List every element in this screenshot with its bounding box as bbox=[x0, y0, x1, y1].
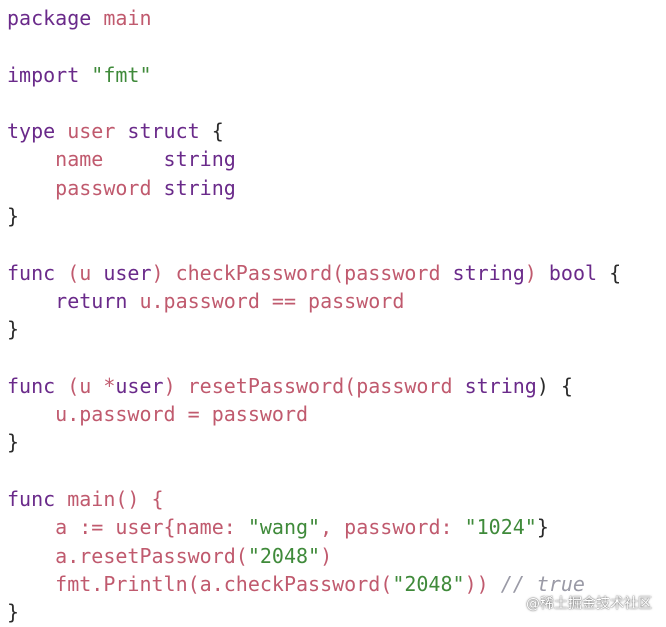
code-token: ) checkPassword(password bbox=[151, 260, 453, 285]
code-token: func bbox=[7, 373, 56, 398]
code-token: , password: bbox=[320, 515, 465, 540]
code-line: func main() { bbox=[7, 485, 621, 513]
code-token: main() { bbox=[55, 487, 164, 512]
code-line bbox=[7, 89, 621, 117]
code-token: } bbox=[7, 204, 20, 229]
code-token: a.resetPassword( bbox=[7, 543, 248, 568]
code-line: type user struct { bbox=[7, 117, 621, 145]
code-token: ) resetPassword(password bbox=[163, 373, 465, 398]
code-line: a := user{name: "wang", password: "1024"… bbox=[7, 513, 621, 541]
code-token: ) bbox=[320, 543, 333, 568]
code-token: } bbox=[7, 317, 20, 342]
code-token: (u * bbox=[55, 373, 116, 398]
code-token: string bbox=[452, 260, 525, 285]
code-token: ) bbox=[524, 260, 549, 285]
code-token: struct bbox=[127, 119, 200, 144]
code-token: "1024" bbox=[464, 515, 537, 540]
code-token bbox=[79, 63, 91, 87]
code-line: } bbox=[7, 202, 621, 230]
code-token: { bbox=[199, 119, 224, 144]
code-token: "wang" bbox=[247, 515, 321, 540]
code-line bbox=[7, 344, 621, 372]
code-token: } bbox=[7, 430, 20, 455]
code-line: import "fmt" bbox=[7, 61, 621, 89]
code-token: main bbox=[91, 6, 152, 30]
code-token: } bbox=[7, 600, 20, 625]
code-line: } bbox=[7, 315, 621, 343]
code-line: name string bbox=[7, 145, 621, 173]
code-line: password string bbox=[7, 174, 621, 202]
code-line: } bbox=[7, 428, 621, 456]
code-token: func bbox=[7, 260, 56, 285]
code-token: package bbox=[7, 6, 92, 30]
code-line bbox=[7, 457, 621, 485]
code-line: func (u *user) resetPassword(password st… bbox=[7, 372, 621, 400]
code-token: fmt.Println(a.checkPassword( bbox=[7, 571, 393, 596]
code-token: name bbox=[7, 147, 164, 172]
code-token: ) { bbox=[536, 373, 573, 398]
code-line bbox=[7, 230, 621, 258]
code-line: return u.password == password bbox=[7, 287, 621, 315]
code-token: string bbox=[163, 175, 236, 200]
code-line: package main bbox=[7, 4, 621, 32]
code-line: a.resetPassword("2048") bbox=[7, 542, 621, 570]
code-token: func bbox=[7, 487, 56, 512]
code-token: password bbox=[7, 175, 164, 200]
code-token: user bbox=[115, 373, 164, 398]
code-token: string bbox=[163, 147, 236, 172]
code-token: "fmt" bbox=[91, 62, 152, 87]
code-token: a := user{name: bbox=[7, 515, 248, 540]
code-token: type bbox=[7, 119, 56, 144]
code-token: import bbox=[7, 62, 80, 87]
code-token: } bbox=[536, 515, 549, 540]
code-token: (u bbox=[55, 260, 104, 285]
code-line: u.password = password bbox=[7, 400, 621, 428]
code-token: user bbox=[103, 260, 152, 285]
watermark-text: @稀土掘金技术社区 bbox=[526, 596, 652, 612]
code-token: string bbox=[464, 373, 537, 398]
code-token: u.password == password bbox=[127, 288, 405, 313]
code-token: // true bbox=[500, 571, 585, 596]
code-token: bool bbox=[548, 260, 598, 285]
code-token bbox=[7, 289, 55, 313]
code-token: u.password = password bbox=[7, 402, 309, 427]
code-block: package main import "fmt" type user stru… bbox=[7, 4, 621, 627]
code-token: "2048" bbox=[392, 571, 465, 596]
code-token: )) bbox=[464, 571, 501, 596]
code-token: user bbox=[55, 119, 128, 144]
code-line: fmt.Println(a.checkPassword("2048")) // … bbox=[7, 570, 621, 598]
code-line: func (u user) checkPassword(password str… bbox=[7, 259, 621, 287]
code-line bbox=[7, 32, 621, 60]
code-token: "2048" bbox=[247, 543, 321, 568]
code-token: return bbox=[55, 288, 128, 313]
code-token: { bbox=[597, 260, 622, 285]
